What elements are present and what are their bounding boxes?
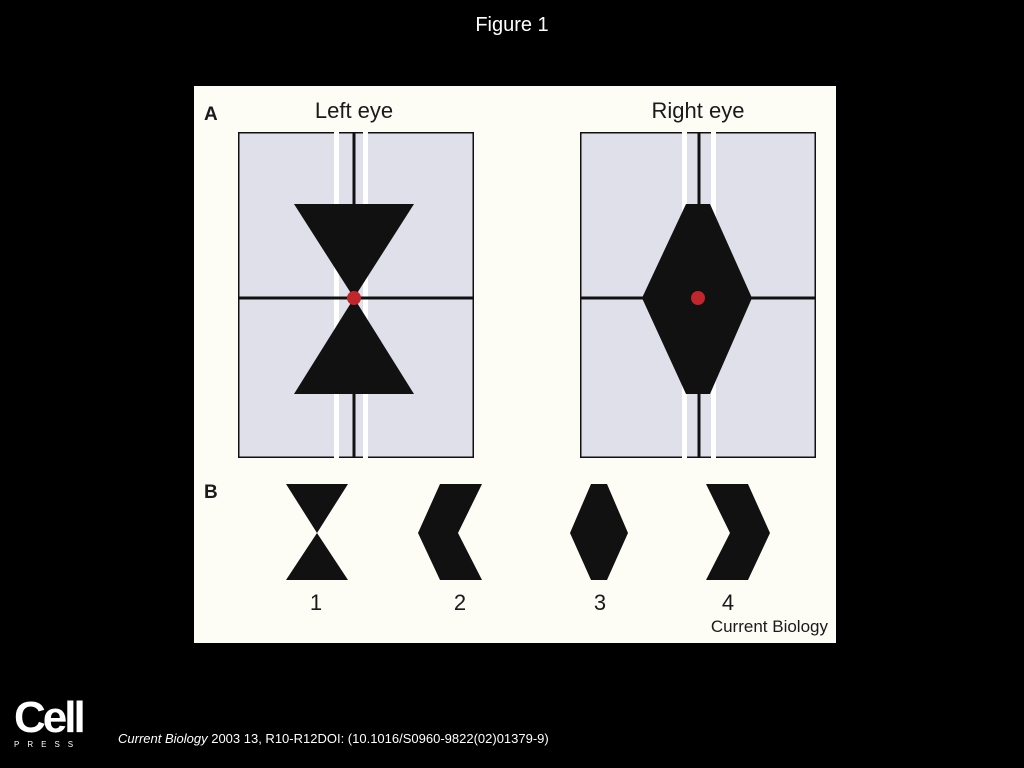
cell-press-logo: Cell PRESS <box>14 693 86 750</box>
figure-panel: A Left eye Right eye B <box>194 86 836 643</box>
shape-1-number: 1 <box>309 590 323 615</box>
left-eye-title: Left eye <box>314 98 394 123</box>
left-eye-fixation-dot <box>347 291 361 305</box>
shape-4-right-chevron <box>706 484 772 582</box>
journal-credit: Current Biology <box>710 617 828 636</box>
shape-3-number: 3 <box>593 590 607 615</box>
citation: Current Biology 2003 13, R10-R12DOI: (10… <box>118 731 549 746</box>
citation-journal: Current Biology <box>118 731 208 746</box>
right-eye-fixation-dot <box>691 291 705 305</box>
panel-a-label: A <box>204 104 218 125</box>
left-eye-stimulus <box>238 132 474 458</box>
cell-wordmark: Cell <box>14 693 86 742</box>
press-subtitle: PRESS <box>14 740 82 749</box>
shape-4-number: 4 <box>721 590 735 615</box>
right-eye-stimulus <box>580 132 816 458</box>
right-eye-title: Right eye <box>651 98 745 123</box>
shape-2-number: 2 <box>453 590 467 615</box>
shape-2-left-chevron <box>418 484 484 582</box>
shape-1-bowtie <box>286 484 348 582</box>
citation-details: 2003 13, R10-R12DOI: (10.1016/S0960-9822… <box>207 731 549 746</box>
shape-3-diamond <box>570 484 628 582</box>
panel-b-label: B <box>204 482 218 503</box>
figure-title: Figure 1 <box>475 14 549 36</box>
